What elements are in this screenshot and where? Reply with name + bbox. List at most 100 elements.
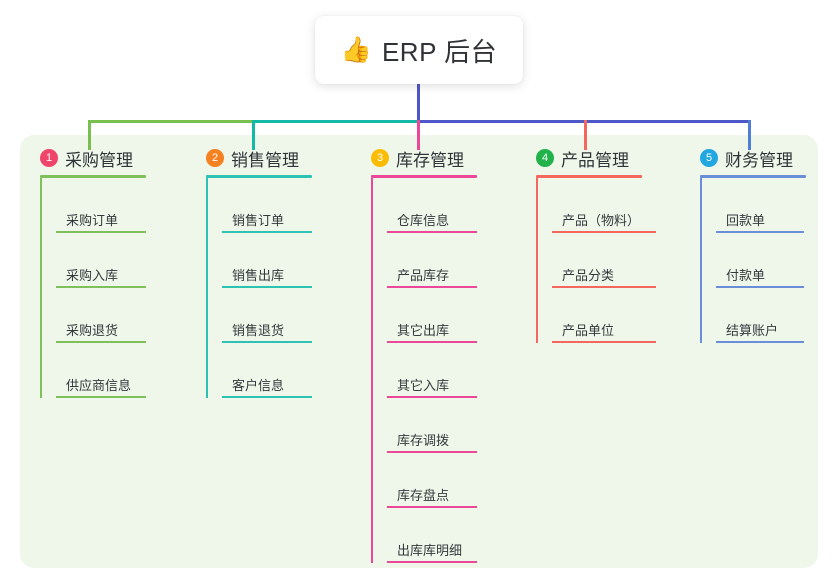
branch-underline-finance: [700, 175, 806, 178]
branch-number-badge-sales: 2: [206, 149, 224, 167]
leaf-node-underline: [387, 451, 477, 453]
branch-column-sales: 2 销售管理销售订单销售出库销售退货客户信息: [206, 146, 312, 398]
leaf-node-underline: [222, 231, 312, 233]
leaf-node[interactable]: 其它入库: [387, 343, 477, 398]
leaf-node-label: 采购入库: [66, 268, 119, 283]
branch-header-product[interactable]: 4 产品管理: [536, 146, 642, 170]
branch-header-finance[interactable]: 5 财务管理: [700, 146, 806, 170]
branch-title-purchasing: 采购管理: [65, 150, 133, 170]
leaf-node-underline: [387, 561, 477, 563]
leaf-node-label: 产品单位: [562, 323, 615, 338]
branch-number-badge-inventory: 3: [371, 149, 389, 167]
branch-title-inventory: 库存管理: [396, 150, 464, 170]
leaf-node-label: 库存调拨: [397, 433, 450, 448]
leaf-node-underline: [56, 231, 146, 233]
branch-column-product: 4 产品管理产品（物料） 产品分类产品单位: [536, 146, 656, 343]
leaf-node[interactable]: 仓库信息: [387, 178, 477, 233]
leaf-node[interactable]: 库存调拨: [387, 398, 477, 453]
thumbs-up-icon: 👍: [340, 35, 372, 64]
leaf-node[interactable]: 回款单: [716, 178, 806, 233]
leaf-node-label: 其它入库: [397, 378, 450, 393]
leaf-node[interactable]: 销售出库: [222, 233, 312, 288]
leaf-node-label: 采购订单: [66, 213, 119, 228]
leaf-node[interactable]: 采购退货: [56, 288, 146, 343]
bus-teal: [253, 120, 418, 123]
leaf-node-label: 结算账户: [726, 323, 779, 338]
leaf-node-underline: [56, 341, 146, 343]
leaf-node-label: 供应商信息: [66, 378, 132, 393]
branch-column-purchasing: 1 采购管理采购订单采购入库采购退货供应商信息: [40, 146, 146, 398]
leaf-node-label: 产品库存: [397, 268, 450, 283]
leaf-node-label: 客户信息: [232, 378, 285, 393]
branch-underline-purchasing: [40, 175, 146, 178]
leaf-node[interactable]: 产品单位: [552, 288, 656, 343]
drop-inventory-connector: [417, 120, 420, 150]
leaf-node[interactable]: 其它出库: [387, 288, 477, 343]
leaf-node-underline: [387, 396, 477, 398]
branch-title-product: 产品管理: [561, 150, 629, 170]
leaf-node-underline: [387, 506, 477, 508]
branch-header-sales[interactable]: 2 销售管理: [206, 146, 312, 170]
leaf-node[interactable]: 客户信息: [222, 343, 312, 398]
branch-items-inventory: 仓库信息产品库存其它出库其它入库库存调拨库存盘点出库库明细: [371, 178, 477, 563]
leaf-node[interactable]: 采购入库: [56, 233, 146, 288]
leaf-node-underline: [387, 231, 477, 233]
leaf-node-underline: [552, 231, 656, 233]
leaf-node-label: 销售退货: [232, 323, 285, 338]
branch-number-badge-product: 4: [536, 149, 554, 167]
branch-items-finance: 回款单付款单结算账户: [700, 178, 806, 343]
leaf-node-underline: [552, 341, 656, 343]
branch-underline-inventory: [371, 175, 477, 178]
leaf-node-underline: [552, 286, 656, 288]
branch-column-inventory: 3 库存管理仓库信息产品库存其它出库其它入库库存调拨库存盘点出库库明细: [371, 146, 477, 563]
leaf-node[interactable]: 结算账户: [716, 288, 806, 343]
leaf-node[interactable]: 销售退货: [222, 288, 312, 343]
leaf-node-underline: [56, 396, 146, 398]
leaf-node-label: 付款单: [726, 268, 766, 283]
drop-purchasing-connector: [88, 120, 91, 150]
branch-header-inventory[interactable]: 3 库存管理: [371, 146, 477, 170]
branch-column-finance: 5 财务管理回款单付款单结算账户: [700, 146, 806, 343]
branch-items-purchasing: 采购订单采购入库采购退货供应商信息: [40, 178, 146, 398]
leaf-node[interactable]: 库存盘点: [387, 453, 477, 508]
branch-items-sales: 销售订单销售出库销售退货客户信息: [206, 178, 312, 398]
leaf-node-underline: [716, 231, 804, 233]
leaf-node[interactable]: 付款单: [716, 233, 806, 288]
branch-spine-purchasing: [40, 178, 42, 398]
leaf-node[interactable]: 产品（物料）: [552, 178, 656, 233]
leaf-node-label: 出库库明细: [397, 543, 463, 558]
leaf-node[interactable]: 销售订单: [222, 178, 312, 233]
bus-green: [88, 120, 253, 123]
root-node-title: ERP 后台: [381, 36, 498, 67]
leaf-node[interactable]: 采购订单: [56, 178, 146, 233]
branch-title-finance: 财务管理: [725, 150, 793, 170]
root-node-erp-backend[interactable]: 👍 ERP 后台: [315, 16, 523, 84]
branch-header-purchasing[interactable]: 1 采购管理: [40, 146, 146, 170]
leaf-node[interactable]: 产品分类: [552, 233, 656, 288]
drop-finance-connector: [748, 120, 751, 150]
drop-sales-connector: [252, 120, 255, 150]
leaf-node-underline: [222, 286, 312, 288]
leaf-node-underline: [387, 286, 477, 288]
branch-number-badge-purchasing: 1: [40, 149, 58, 167]
branch-title-sales: 销售管理: [231, 150, 299, 170]
leaf-node-label: 销售订单: [232, 213, 285, 228]
root-stem-connector: [417, 84, 420, 123]
branch-spine-finance: [700, 178, 702, 343]
bus-blue: [418, 120, 749, 123]
leaf-node[interactable]: 供应商信息: [56, 343, 146, 398]
branch-spine-sales: [206, 178, 208, 398]
leaf-node-underline: [387, 341, 477, 343]
leaf-node-label: 销售出库: [232, 268, 285, 283]
leaf-node-label: 采购退货: [66, 323, 119, 338]
leaf-node-underline: [716, 286, 804, 288]
branch-number-badge-finance: 5: [700, 149, 718, 167]
leaf-node-label: 产品分类: [562, 268, 615, 283]
leaf-node-label: 产品（物料）: [562, 213, 641, 228]
branch-underline-sales: [206, 175, 312, 178]
leaf-node-underline: [56, 286, 146, 288]
leaf-node[interactable]: 产品库存: [387, 233, 477, 288]
leaf-node[interactable]: 出库库明细: [387, 508, 477, 563]
branch-spine-inventory: [371, 178, 373, 563]
